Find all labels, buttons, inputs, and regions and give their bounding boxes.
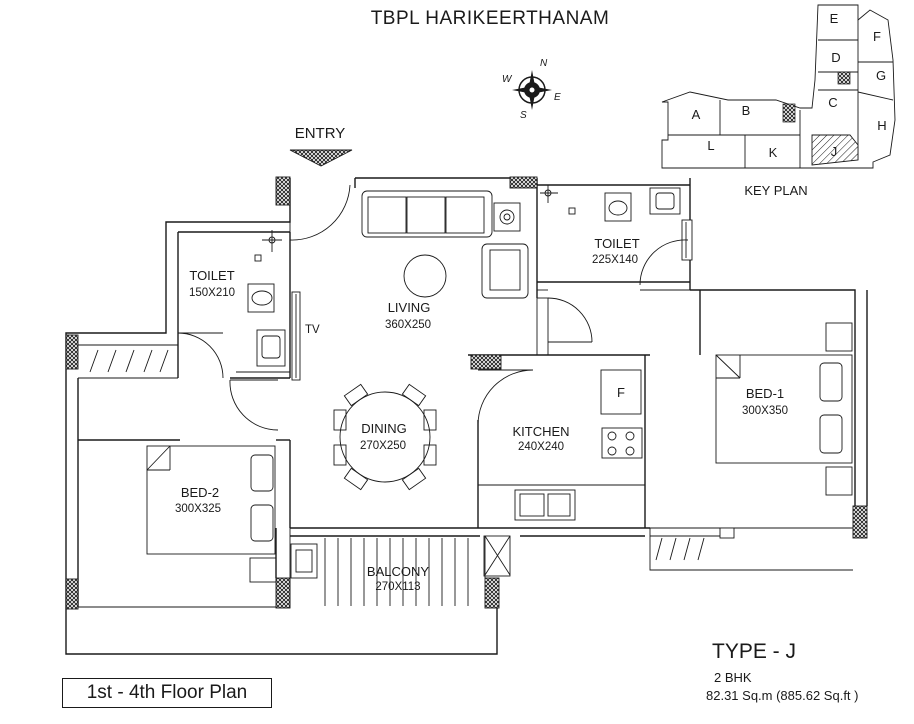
key-unit-k: K bbox=[769, 145, 778, 160]
stove-icon bbox=[601, 427, 643, 459]
toilet-left-dim: 150X210 bbox=[189, 287, 235, 299]
key-plan: A B C D E F G H J K L KEY PLAN bbox=[661, 4, 896, 198]
key-plan-label: KEY PLAN bbox=[744, 183, 807, 198]
window-hatch-left bbox=[89, 349, 169, 373]
bed2-name: BED-2 bbox=[181, 485, 219, 500]
compass-w: W bbox=[502, 74, 513, 85]
kitchen-dim: 240X240 bbox=[518, 441, 564, 453]
key-unit-b: B bbox=[742, 103, 751, 118]
living-dim: 360X250 bbox=[385, 319, 431, 331]
sofa-icon bbox=[361, 190, 493, 238]
floor-plan-label: 1st - 4th Floor Plan bbox=[62, 678, 272, 708]
unit-bhk: 2 BHK bbox=[714, 670, 752, 685]
fridge-icon bbox=[600, 369, 642, 415]
compass-icon: N E S W bbox=[502, 58, 561, 121]
bed2-icon bbox=[146, 445, 277, 583]
unit-area: 82.31 Sq.m (885.62 Sq.ft ) bbox=[706, 688, 859, 703]
entry-arrow-icon bbox=[289, 149, 353, 167]
fridge-label: F bbox=[617, 385, 625, 400]
key-unit-h: H bbox=[877, 118, 886, 133]
balcony-dim: 270X113 bbox=[375, 581, 420, 593]
key-unit-l: L bbox=[707, 138, 714, 153]
side-table-icon bbox=[493, 202, 521, 232]
balcony-railing bbox=[324, 538, 469, 606]
kitchen-name: KITCHEN bbox=[512, 424, 569, 439]
dining-name: DINING bbox=[361, 421, 407, 436]
compass-n: N bbox=[540, 58, 548, 69]
unit-type: TYPE - J bbox=[712, 640, 797, 663]
toilet-right-dim: 225X140 bbox=[592, 254, 638, 266]
sink-icon bbox=[514, 489, 576, 521]
armchair-icon bbox=[481, 243, 529, 299]
bed1-name: BED-1 bbox=[746, 386, 784, 401]
compass-e: E bbox=[554, 92, 561, 103]
key-unit-f: F bbox=[873, 29, 881, 44]
key-unit-a: A bbox=[692, 107, 701, 122]
dining-dim: 270X250 bbox=[360, 440, 406, 452]
coffee-table-icon bbox=[403, 254, 447, 298]
tv-label: TV bbox=[305, 324, 320, 336]
toilet-right-name: TOILET bbox=[594, 236, 639, 251]
bed2-dim: 300X325 bbox=[175, 503, 221, 515]
compass-s: S bbox=[520, 110, 527, 121]
project-title: TBPL HARIKEERTHANAM bbox=[371, 8, 610, 29]
key-unit-e: E bbox=[830, 11, 839, 26]
bed1-dim: 300X350 bbox=[742, 405, 788, 417]
tv-unit-icon bbox=[291, 291, 301, 381]
key-unit-j: J bbox=[831, 144, 838, 159]
toilet-fixtures-right bbox=[540, 185, 681, 222]
window-hatch-right bbox=[655, 537, 705, 561]
entry-label: ENTRY bbox=[295, 125, 346, 142]
dining-table-icon bbox=[333, 383, 437, 491]
toilet-left-name: TOILET bbox=[189, 268, 234, 283]
balcony-name: BALCONY bbox=[367, 564, 429, 579]
key-unit-d: D bbox=[831, 50, 840, 65]
living-name: LIVING bbox=[388, 300, 431, 315]
balcony-washbasin-icon bbox=[290, 543, 318, 579]
bed1-icon bbox=[715, 322, 853, 496]
doors bbox=[177, 182, 689, 431]
key-unit-g: G bbox=[876, 68, 886, 83]
toilet-fixtures-left bbox=[247, 230, 286, 367]
key-unit-c: C bbox=[828, 95, 837, 110]
